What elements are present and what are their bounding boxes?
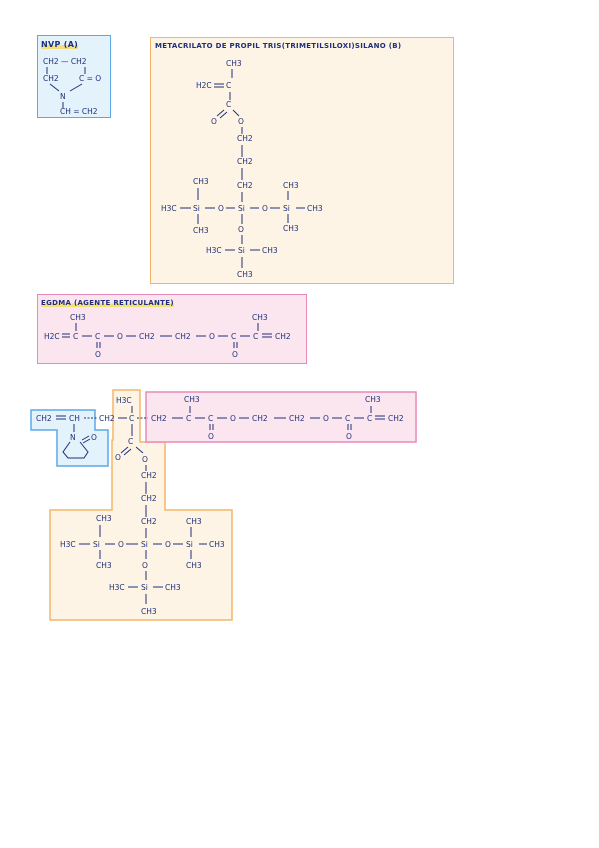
nvp-title: NVP (A) [41, 40, 79, 49]
label-polymer-si-bottom: Si [141, 583, 148, 592]
label-polymer-o-right: O [165, 540, 171, 549]
label-polymer-ch: CH [69, 414, 80, 423]
label-polymer-c-quat: C [129, 414, 134, 423]
label-egdma-c2: C [95, 332, 100, 341]
label-tris-h3c-bottom: H3C [206, 246, 222, 255]
label-polymer-o-pink1: O [230, 414, 236, 423]
label-polymer-ch2-c: CH2 [141, 517, 157, 526]
label-polymer-c-pink2: C [208, 414, 213, 423]
label-tris-ch2-a: CH2 [237, 134, 253, 143]
tris-title: METACRILATO DE PROPIL TRIS(TRIMETILSILOX… [155, 42, 402, 50]
label-polymer-ch3-rt: CH3 [186, 517, 202, 526]
label-polymer-o-ring: O [91, 433, 97, 442]
label-polymer-ch3-lt: CH3 [96, 514, 112, 523]
label-polymer-ch2-p1: CH2 [252, 414, 268, 423]
label-tris-si-center: Si [238, 204, 245, 213]
label-polymer-n: N [70, 433, 76, 442]
label-polymer-o-dbl-p2: O [346, 432, 352, 441]
label-egdma-c1: C [73, 332, 78, 341]
nvp-c-o: C = O [79, 74, 101, 83]
label-polymer-ch3-lb: CH3 [96, 561, 112, 570]
label-tris-o-ester: O [238, 117, 244, 126]
label-egdma-ch2-1: CH2 [139, 332, 155, 341]
label-polymer-c-ester: C [128, 437, 133, 446]
label-polymer-h3c-bottom: H3C [109, 583, 125, 592]
label-egdma-h2c: H2C [44, 332, 60, 341]
label-polymer-c-pink1: C [186, 414, 191, 423]
label-egdma-o-dbl-1: O [95, 350, 101, 359]
label-polymer-ch3-bottom-bottom: CH3 [141, 607, 157, 616]
label-tris-ch3-bottom-right: CH3 [262, 246, 278, 255]
label-polymer-ch3-rb: CH3 [186, 561, 202, 570]
label-polymer-si-center: Si [141, 540, 148, 549]
label-tris-o-left: O [218, 204, 224, 213]
label-egdma-title: EGDMA (AGENTE RETICULANTE) [41, 299, 174, 307]
label-egdma-ch2-2: CH2 [175, 332, 191, 341]
label-polymer-ch3-right: CH3 [209, 540, 225, 549]
label-polymer-o-dbl-ester: O [115, 453, 121, 462]
label-egdma-c3: C [231, 332, 236, 341]
label-tris-ch3-bottom-bottom: CH3 [237, 270, 253, 279]
nvp-n: N [60, 92, 66, 101]
label-egdma-o1: O [117, 332, 123, 341]
label-polymer-ch2-end: CH2 [388, 414, 404, 423]
label-polymer-ch3-bottom-right: CH3 [165, 583, 181, 592]
label-egdma-ch3-right: CH3 [252, 313, 268, 322]
label-tris-o-bottom: O [238, 225, 244, 234]
label-tris-si-bottom: Si [238, 246, 245, 255]
label-polymer-ch2-a: CH2 [141, 471, 157, 480]
label-egdma-o-dbl-2: O [232, 350, 238, 359]
label-egdma-c4: C [253, 332, 258, 341]
label-tris-si-left: Si [193, 204, 200, 213]
label-egdma-ch3-left: CH3 [70, 313, 86, 322]
label-polymer-ch2-b: CH2 [141, 494, 157, 503]
label-egdma-ch2-end: CH2 [275, 332, 291, 341]
label-polymer-ch2-link: CH2 [99, 414, 115, 423]
label-polymer-c-pink4: C [367, 414, 372, 423]
label-tris-h2c: H2C [196, 81, 212, 90]
label-polymer-ch2-vinyl: CH2 [36, 414, 52, 423]
label-tris-ch3-top: CH3 [226, 59, 242, 68]
label-tris-ch2-b: CH2 [237, 157, 253, 166]
label-tris-c1: C [226, 81, 231, 90]
label-tris-ch3-right-top: CH3 [283, 181, 299, 190]
label-tris-c2: C [226, 100, 231, 109]
label-polymer-si-right: Si [186, 540, 193, 549]
egdma-title: EGDMA (AGENTE RETICULANTE) [41, 299, 174, 307]
label-tris-ch3-right-bottom: CH3 [283, 224, 299, 233]
label-tris-h3c-left: H3C [161, 204, 177, 213]
label-polymer-c-pink3: C [345, 414, 350, 423]
tris-box [150, 37, 454, 284]
label-polymer-si-left: Si [93, 540, 100, 549]
label-polymer-ch3-pink1: CH3 [184, 395, 200, 404]
label-tris-o-right: O [262, 204, 268, 213]
label-tris-ch3-left-top: CH3 [193, 177, 209, 186]
label-tris-ch3-left-bottom: CH3 [193, 226, 209, 235]
label-polymer-ch3-pink2: CH3 [365, 395, 381, 404]
label-polymer-h3c-left: H3C [60, 540, 76, 549]
label-tris-ch3-right: CH3 [307, 204, 323, 213]
label-polymer-o-left: O [118, 540, 124, 549]
label-egdma-o2: O [209, 332, 215, 341]
label-polymer-o-dbl-p1: O [208, 432, 214, 441]
label-tris-o-double: O [211, 117, 217, 126]
nvp-ch2-left: CH2 [43, 74, 59, 83]
label-polymer-o-ester: O [142, 455, 148, 464]
label-polymer-h3c-top: H3C [116, 396, 132, 405]
nvp-ch2-top: CH2 — CH2 [43, 57, 87, 66]
label-tris-si-right: Si [283, 204, 290, 213]
label-polymer-ch2-pink: CH2 [151, 414, 167, 423]
label-polymer-ch2-p2: CH2 [289, 414, 305, 423]
label-nvp-title: NVP (A) [41, 40, 79, 49]
label-polymer-o-bottom: O [142, 561, 148, 570]
label-polymer-o-pink2: O [323, 414, 329, 423]
nvp-vinyl: CH = CH2 [60, 107, 98, 116]
label-tris-ch2-c: CH2 [237, 181, 253, 190]
